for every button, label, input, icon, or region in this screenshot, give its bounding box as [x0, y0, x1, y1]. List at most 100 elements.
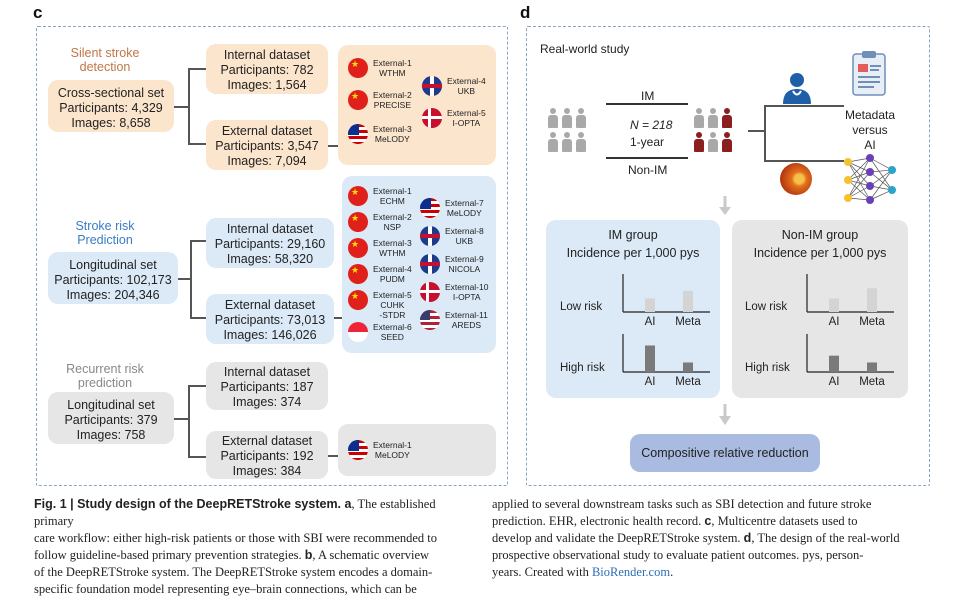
tick-label-ai: AI — [645, 316, 656, 328]
im-group-subtitle: Incidence per 1,000 pys — [566, 246, 700, 260]
non-im-group-panel — [732, 220, 908, 398]
down-arrow-icon — [718, 404, 732, 426]
my-flag-icon — [348, 440, 368, 460]
person-icon — [722, 132, 732, 152]
bar-ai — [645, 345, 655, 372]
person-icon — [562, 108, 572, 128]
panel-d-frame — [526, 26, 930, 486]
person-icon — [562, 132, 572, 152]
sg-flag-icon — [348, 322, 368, 342]
person-icon — [694, 108, 704, 128]
study-title: Real-world study — [540, 42, 630, 56]
person-icon — [708, 108, 718, 128]
dk-flag-icon — [420, 282, 440, 302]
bar-ai — [829, 355, 839, 372]
outcome-box: Compositive relative reduction — [630, 434, 820, 472]
tick-label-meta: Meta — [859, 376, 885, 388]
person-icon — [694, 132, 704, 152]
cn-flag-icon — [348, 90, 368, 110]
tick-label-ai: AI — [829, 316, 840, 328]
im-label: IM — [641, 89, 655, 103]
caption-right: applied to several downstream tasks such… — [492, 497, 900, 579]
non-im-low-risk-label: Low risk — [745, 301, 788, 313]
duration-label: 1-year — [630, 135, 665, 149]
panel-d-letter: d — [520, 3, 531, 22]
uk-flag-icon — [420, 254, 440, 274]
person-icon — [576, 108, 586, 128]
person-icon — [708, 132, 718, 152]
non-im-group-subtitle: Incidence per 1,000 pys — [753, 246, 887, 260]
biorender-link[interactable]: BioRender.com — [591, 565, 671, 579]
tick-label-ai: AI — [645, 376, 656, 388]
doctor-icon — [780, 70, 814, 104]
caption-left: Fig. 1 | Study design of the DeepRETStro… — [34, 497, 438, 596]
us-flag-icon — [420, 310, 440, 330]
cn-flag-icon — [348, 238, 368, 258]
tick-label-meta: Meta — [859, 316, 885, 328]
non-im-low-risk-chart: AI Meta — [806, 272, 898, 328]
panel-c-letter: c — [33, 3, 43, 22]
bar-meta — [683, 290, 693, 312]
neural-network-icon — [842, 152, 898, 208]
bar-meta — [683, 362, 693, 372]
n-label: N = 218 — [630, 118, 673, 132]
person-icon — [548, 132, 558, 152]
im-high-risk-label: High risk — [560, 362, 605, 374]
person-icon — [722, 108, 732, 128]
person-icon — [548, 108, 558, 128]
dk-flag-icon — [422, 108, 442, 128]
retina-icon — [780, 163, 812, 195]
my-flag-icon — [348, 124, 368, 144]
tick-label-meta: Meta — [675, 316, 701, 328]
uk-flag-icon — [422, 76, 442, 96]
cn-flag-icon — [348, 212, 368, 232]
non-im-label: Non-IM — [628, 163, 668, 177]
bar-meta — [867, 362, 877, 372]
im-low-risk-label: Low risk — [560, 301, 603, 313]
cn-flag-icon — [348, 58, 368, 78]
clipboard-icon — [852, 50, 886, 96]
my-flag-icon — [420, 198, 440, 218]
im-group-title: IM group — [608, 228, 658, 242]
bar-ai — [829, 298, 839, 312]
cn-flag-icon — [348, 264, 368, 284]
cn-flag-icon — [348, 290, 368, 310]
tick-label-meta: Meta — [675, 376, 701, 388]
person-icon — [576, 132, 586, 152]
down-arrow-icon — [718, 196, 732, 216]
im-low-risk-chart: AI Meta — [622, 272, 714, 328]
panel-c-frame — [36, 26, 508, 486]
im-high-risk-chart: AI Meta — [622, 332, 714, 388]
uk-flag-icon — [420, 226, 440, 246]
risk-flags-panel — [342, 176, 496, 353]
